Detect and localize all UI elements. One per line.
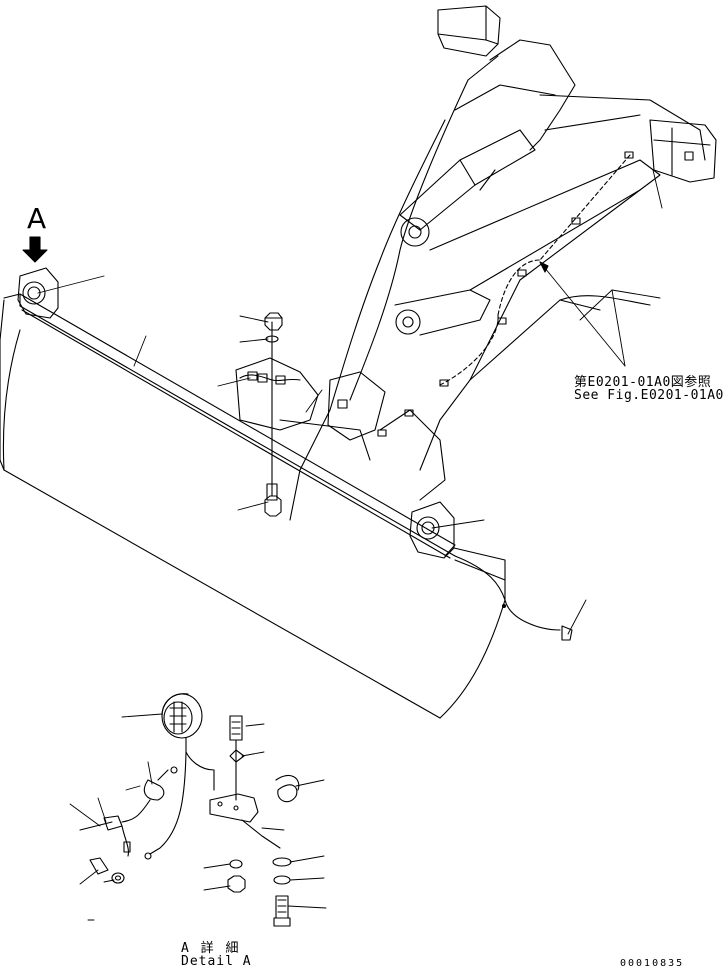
lift-frame-assembly — [235, 5, 717, 521]
leader-lines — [37, 169, 663, 635]
reference-note-english: See Fig.E0201-01A0 — [574, 388, 724, 403]
drawing-number: 00010835 — [620, 958, 685, 969]
detail-caption-japanese: A 詳 細 — [181, 941, 241, 956]
dozer-blade — [0, 293, 506, 719]
view-arrow-a-icon — [22, 236, 48, 263]
detail-a-fasteners-left — [89, 857, 125, 884]
right-lamp-housing — [409, 501, 455, 559]
reference-note-japanese: 第E0201-01A0図参照 — [574, 375, 712, 390]
detail-caption-english: Detail A — [181, 954, 252, 969]
left-lamp-housing — [17, 267, 59, 319]
detail-a-switch-and-cable — [79, 766, 178, 857]
detail-a-fasteners-right — [227, 857, 292, 927]
detail-a-leader-lines — [69, 713, 327, 921]
mounting-hardware-stack — [239, 312, 348, 517]
detail-a-lamp — [144, 693, 215, 860]
detail-a-bracket — [209, 715, 300, 849]
view-marker-letter: A — [27, 202, 47, 235]
right-harness — [453, 547, 573, 641]
